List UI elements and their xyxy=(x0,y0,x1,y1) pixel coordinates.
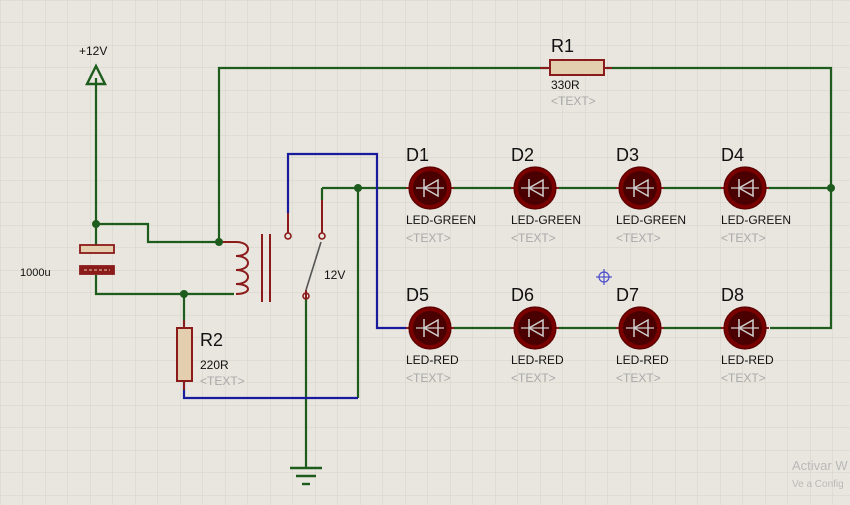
power-label: +12V xyxy=(79,44,107,58)
led-d2 xyxy=(511,166,559,210)
led-type: LED-RED xyxy=(721,353,774,367)
led-type: LED-GREEN xyxy=(511,213,581,227)
r1-text: <TEXT> xyxy=(551,94,596,108)
led-group xyxy=(406,166,769,350)
watermark-line2: Ve a Config xyxy=(792,479,844,490)
led-name: D3 xyxy=(616,145,639,165)
led-text: <TEXT> xyxy=(406,231,451,245)
led-type: LED-GREEN xyxy=(721,213,791,227)
resistor-r1 xyxy=(540,59,612,76)
watermark-line1: Activar W xyxy=(792,458,848,473)
led-type: LED-RED xyxy=(406,353,459,367)
capacitor xyxy=(79,244,115,275)
led-d1 xyxy=(406,166,454,210)
ground-icon xyxy=(290,466,322,486)
resistor-r2 xyxy=(176,320,193,390)
r2-value: 220R xyxy=(200,358,229,372)
led-d4 xyxy=(721,166,769,210)
led-type: LED-GREEN xyxy=(406,213,476,227)
led-name: D4 xyxy=(721,145,744,165)
junctions xyxy=(92,184,835,298)
junction-dot xyxy=(92,220,100,228)
led-text: <TEXT> xyxy=(406,371,451,385)
led-name: D8 xyxy=(721,285,744,305)
junction-dot xyxy=(827,184,835,192)
wire-blue-no-contact xyxy=(286,152,406,330)
led-type: LED-GREEN xyxy=(616,213,686,227)
led-d8 xyxy=(721,306,769,350)
led-text: <TEXT> xyxy=(721,231,766,245)
wire-cap-bottom xyxy=(94,275,184,296)
r1-value: 330R xyxy=(551,78,580,92)
relay-contacts xyxy=(287,200,323,298)
relay-no-terminal xyxy=(284,232,292,240)
r2-text: <TEXT> xyxy=(200,374,245,388)
led-name: D2 xyxy=(511,145,534,165)
r2-name: R2 xyxy=(200,330,223,350)
wire-top-right xyxy=(606,66,833,330)
led-name: D6 xyxy=(511,285,534,305)
led-d5 xyxy=(406,306,454,350)
led-d6 xyxy=(511,306,559,350)
relay-switch-arm xyxy=(305,241,322,291)
relay-label: 12V xyxy=(324,268,345,282)
led-d3 xyxy=(616,166,664,210)
led-type: LED-RED xyxy=(511,353,564,367)
led-text: <TEXT> xyxy=(721,371,766,385)
led-text: <TEXT> xyxy=(511,231,556,245)
wire-supply-to-coil xyxy=(96,222,219,244)
led-name: D7 xyxy=(616,285,639,305)
power-arrow-icon xyxy=(85,63,107,88)
junction-dot xyxy=(215,238,223,246)
capacitor-value: 1000u xyxy=(20,267,51,279)
led-text: <TEXT> xyxy=(511,371,556,385)
r1-name: R1 xyxy=(551,36,574,56)
led-name: D5 xyxy=(406,285,429,305)
relay-common-terminal xyxy=(302,292,310,300)
wire-top-left xyxy=(217,66,548,242)
led-d7 xyxy=(616,306,664,350)
led-text: <TEXT> xyxy=(616,231,661,245)
center-marker-icon xyxy=(596,269,612,285)
led-text: <TEXT> xyxy=(616,371,661,385)
relay-nc-terminal xyxy=(318,232,326,240)
led-type: LED-RED xyxy=(616,353,669,367)
led-name: D1 xyxy=(406,145,429,165)
junction-dot xyxy=(180,290,188,298)
junction-dot xyxy=(354,184,362,192)
